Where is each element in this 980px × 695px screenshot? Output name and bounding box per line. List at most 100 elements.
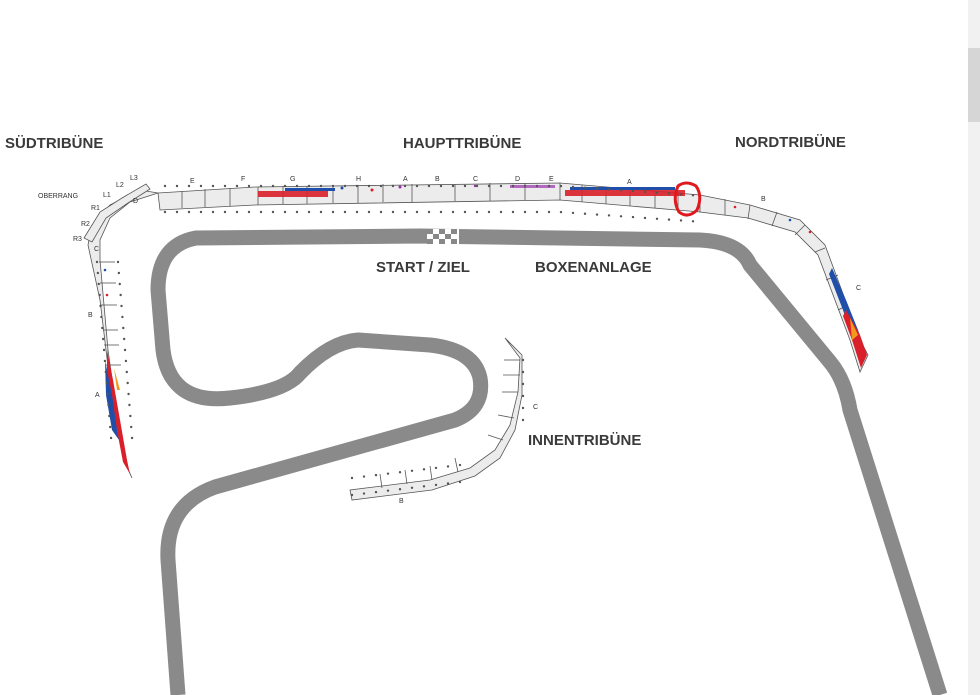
seat-marker-dot <box>434 466 438 470</box>
seat-marker-dot <box>511 184 515 188</box>
seat-marker-dot <box>439 210 443 214</box>
seat-marker-dot <box>271 184 275 188</box>
seat-marker-dot <box>547 210 551 214</box>
seat-marker-dot <box>126 381 129 385</box>
seat-marker-dot <box>122 337 126 341</box>
haupt-block-h[interactable]: H <box>356 176 361 183</box>
sued-block-d[interactable]: D <box>133 198 138 205</box>
seat-marker-dot <box>679 193 683 196</box>
seat-marker-dot <box>410 469 414 472</box>
seat-marker-dot <box>130 436 134 440</box>
seat-marker-dot <box>487 210 491 214</box>
seat-marker-dot <box>211 210 215 214</box>
row-label-r3: R3 <box>73 236 82 243</box>
seat-marker-dot <box>422 485 426 488</box>
seat-marker-dot <box>102 348 106 352</box>
seat-marker-dot <box>415 210 419 214</box>
haupt-block-a[interactable]: A <box>403 176 408 183</box>
seat-marker-dot <box>121 315 124 319</box>
seat-marker-dot <box>583 186 587 189</box>
seat-marker-dot <box>571 185 575 189</box>
suedtribuene-stand[interactable] <box>83 183 159 479</box>
seat-marker-dot <box>655 191 659 194</box>
seat-marker-dot <box>571 211 575 215</box>
boxenanlage-label: BOXENANLAGE <box>535 259 652 276</box>
seat-marker-dot <box>667 192 671 195</box>
haupt-block-e[interactable]: E <box>190 178 195 185</box>
start-ziel-label: START / ZIEL <box>376 259 470 276</box>
seat-marker-dot <box>109 436 113 440</box>
seat-marker-dot <box>463 210 467 214</box>
seat-marker-dot <box>535 184 539 188</box>
seat-marker-dot <box>319 184 323 188</box>
selected-seat-marker[interactable] <box>673 181 702 217</box>
seat-marker-dot <box>307 210 311 214</box>
seat-marker-dot <box>374 490 378 494</box>
seat-marker-dot <box>211 184 215 188</box>
haupt-block-f[interactable]: F <box>241 176 245 183</box>
sued-block-b[interactable]: B <box>88 312 93 319</box>
haupt-block-g[interactable]: G <box>290 176 295 183</box>
seat-marker-dot <box>259 184 263 188</box>
row-label-l2: L2 <box>116 182 124 189</box>
seat-marker-dot <box>247 184 251 188</box>
seat-marker-dot <box>175 210 179 214</box>
oberrang-label: OBERRANG <box>38 193 78 200</box>
seat-marker-dot <box>123 348 127 352</box>
seat-marker-dot <box>130 425 133 429</box>
scrollbar-track[interactable] <box>968 0 980 695</box>
seat-marker-dot <box>667 218 671 221</box>
seat-marker-dot <box>99 304 102 308</box>
seat-marker-dot <box>283 210 287 214</box>
suedtribuene-label: SÜDTRIBÜNE <box>5 135 103 152</box>
seat-marker-dot <box>108 414 111 418</box>
sued-block-a[interactable]: A <box>95 392 100 399</box>
seat-marker-dot <box>109 425 112 429</box>
seat-marker-dot <box>547 184 551 188</box>
seat-marker-dot <box>691 194 695 197</box>
seat-marker-dot <box>458 480 462 484</box>
nord-block-a[interactable]: A <box>627 179 632 186</box>
seat-marker-dot <box>446 465 450 468</box>
seat-marker-dot <box>391 184 395 188</box>
seat-marker-dot <box>343 210 347 214</box>
seat-marker-dot <box>415 184 419 188</box>
seat-marker-dot <box>187 210 191 214</box>
seat-marker-dot <box>96 271 100 275</box>
seat-marker-dot <box>101 326 104 330</box>
haupt-block-e2[interactable]: E <box>549 176 554 183</box>
seat-marker-dot <box>175 184 179 188</box>
nord-block-b[interactable]: B <box>761 196 766 203</box>
seat-marker-dot <box>619 189 623 192</box>
innen-block-c[interactable]: C <box>533 404 538 411</box>
haupt-block-d[interactable]: D <box>515 176 520 183</box>
seat-marker-dot <box>129 414 132 418</box>
seat-marker-dot <box>521 370 525 374</box>
seat-marker-dot <box>259 210 263 214</box>
seat-marker-dot <box>124 359 128 363</box>
seat-marker-dot <box>283 184 287 188</box>
seat-marker-dot <box>398 488 402 491</box>
scrollbar-thumb[interactable] <box>968 48 980 122</box>
seat-marker-dot <box>118 282 121 286</box>
innen-block-b[interactable]: B <box>399 498 404 505</box>
sued-block-c[interactable]: C <box>94 246 99 253</box>
seat-marker-dot <box>439 184 443 188</box>
haupt-block-c[interactable]: C <box>473 176 478 183</box>
seat-marker-dot <box>386 489 390 492</box>
seat-marker-dot <box>199 210 203 214</box>
haupttribuene-stand[interactable] <box>157 182 701 213</box>
seat-marker-dot <box>559 184 563 188</box>
seat-marker-dot <box>235 184 239 188</box>
nord-block-c[interactable]: C <box>856 285 861 292</box>
seat-marker-dot <box>458 463 462 467</box>
seat-marker-dot <box>379 210 383 214</box>
nordtribuene-label: NORDTRIBÜNE <box>735 134 846 151</box>
seat-marker-dot <box>595 213 599 216</box>
seat-marker-dot <box>374 473 378 477</box>
seat-marker-dot <box>607 214 611 217</box>
seat-marker-dot <box>499 210 503 214</box>
nordtribuene-stand[interactable] <box>699 194 869 374</box>
haupt-block-b[interactable]: B <box>435 176 440 183</box>
